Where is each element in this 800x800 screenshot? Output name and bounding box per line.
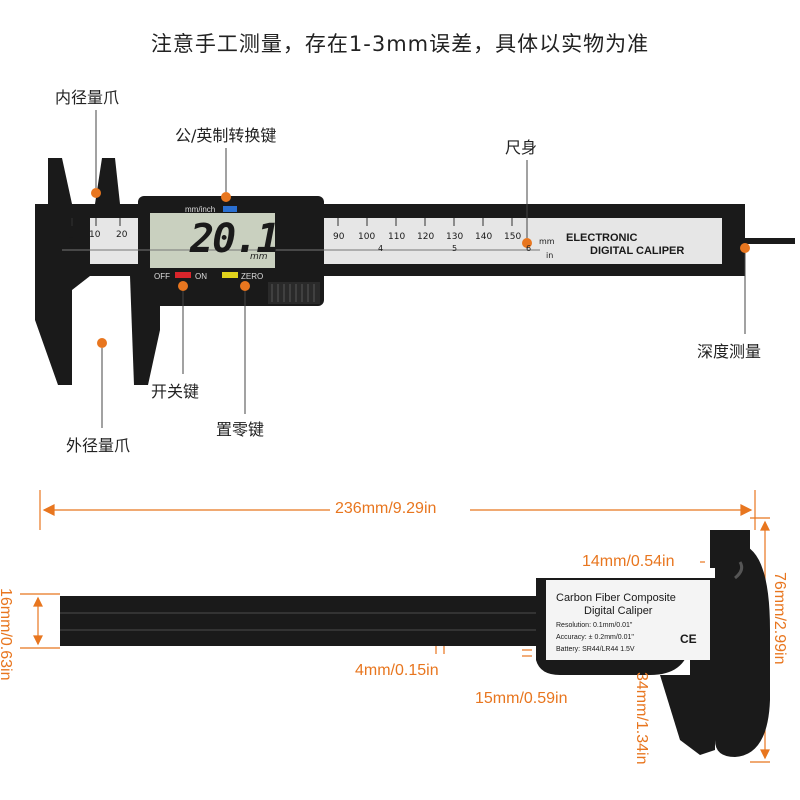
scale-number: 140 bbox=[475, 232, 493, 242]
disclaimer-note: 注意手工测量，存在1-3mm误差，具体以实物为准 bbox=[150, 32, 650, 56]
plate-battery: Battery: SR44/LR44 1.5V bbox=[556, 646, 635, 653]
scale-number: 100 bbox=[358, 232, 376, 242]
scale-number: 150 bbox=[504, 232, 522, 242]
scale-number: 130 bbox=[446, 232, 464, 242]
dim-depth-rod: 4mm/0.15in bbox=[355, 662, 439, 679]
zero-button bbox=[222, 272, 238, 278]
dim-beam-height: 16mm/0.63in bbox=[0, 588, 14, 681]
plate-accuracy: Accuracy: ± 0.2mm/0.01" bbox=[556, 634, 634, 641]
dim-jaw-width: 14mm/0.54in bbox=[582, 553, 675, 570]
dim-total-length: 236mm/9.29in bbox=[335, 500, 437, 517]
lcd-unit: mm bbox=[250, 252, 268, 262]
plate-resolution: Resolution: 0.1mm/0.01" bbox=[556, 622, 633, 629]
scale-number: 20 bbox=[116, 230, 128, 240]
caliper-dimension-illustration bbox=[20, 490, 770, 763]
on-label: ON bbox=[195, 272, 207, 281]
callout-zero-key: 置零键 bbox=[216, 420, 265, 439]
scale-inch-number: 6 bbox=[526, 244, 532, 253]
callout-outer-jaw: 外径量爪 bbox=[66, 436, 131, 455]
callout-power-key: 开关键 bbox=[151, 382, 200, 401]
callout-ruler-body: 尺身 bbox=[505, 138, 538, 157]
scale-inch-number: 5 bbox=[452, 244, 458, 253]
lcd-screen bbox=[150, 213, 275, 268]
scale-in-label: in bbox=[546, 251, 554, 260]
power-button bbox=[175, 272, 191, 278]
scale-number: 120 bbox=[417, 232, 435, 242]
dim-slider-gap: 15mm/0.59in bbox=[475, 690, 568, 707]
callout-unit-switch: 公/英制转换键 bbox=[175, 126, 277, 145]
brand-line2: DIGITAL CALIPER bbox=[590, 245, 685, 257]
callout-inner-jaw: 内径量爪 bbox=[55, 88, 120, 107]
lcd-reading: 20.1 bbox=[190, 216, 280, 262]
scale-number: 110 bbox=[388, 232, 406, 242]
caliper-top-illustration bbox=[35, 110, 795, 428]
ce-mark: CE bbox=[680, 632, 697, 646]
plate-title1: Carbon Fiber Composite bbox=[556, 592, 676, 604]
dim-total-height: 76mm/2.99in bbox=[771, 572, 788, 665]
scale-inch-number: 4 bbox=[378, 244, 384, 253]
brand-line1: ELECTRONIC bbox=[566, 232, 638, 244]
mode-label: mm/inch bbox=[185, 205, 216, 214]
plate-title2: Digital Caliper bbox=[584, 605, 653, 617]
zero-label: ZERO bbox=[241, 272, 264, 281]
unit-switch-button bbox=[223, 206, 237, 212]
dim-jaw-length: 34mm/1.34in bbox=[633, 672, 650, 765]
scale-number: 0 bbox=[68, 236, 74, 246]
callout-depth: 深度测量 bbox=[697, 342, 762, 361]
scale-number: 10 bbox=[89, 230, 101, 240]
off-label: OFF bbox=[154, 272, 170, 281]
scale-number: 90 bbox=[333, 232, 345, 242]
scale-mm-label: mm bbox=[539, 237, 555, 246]
